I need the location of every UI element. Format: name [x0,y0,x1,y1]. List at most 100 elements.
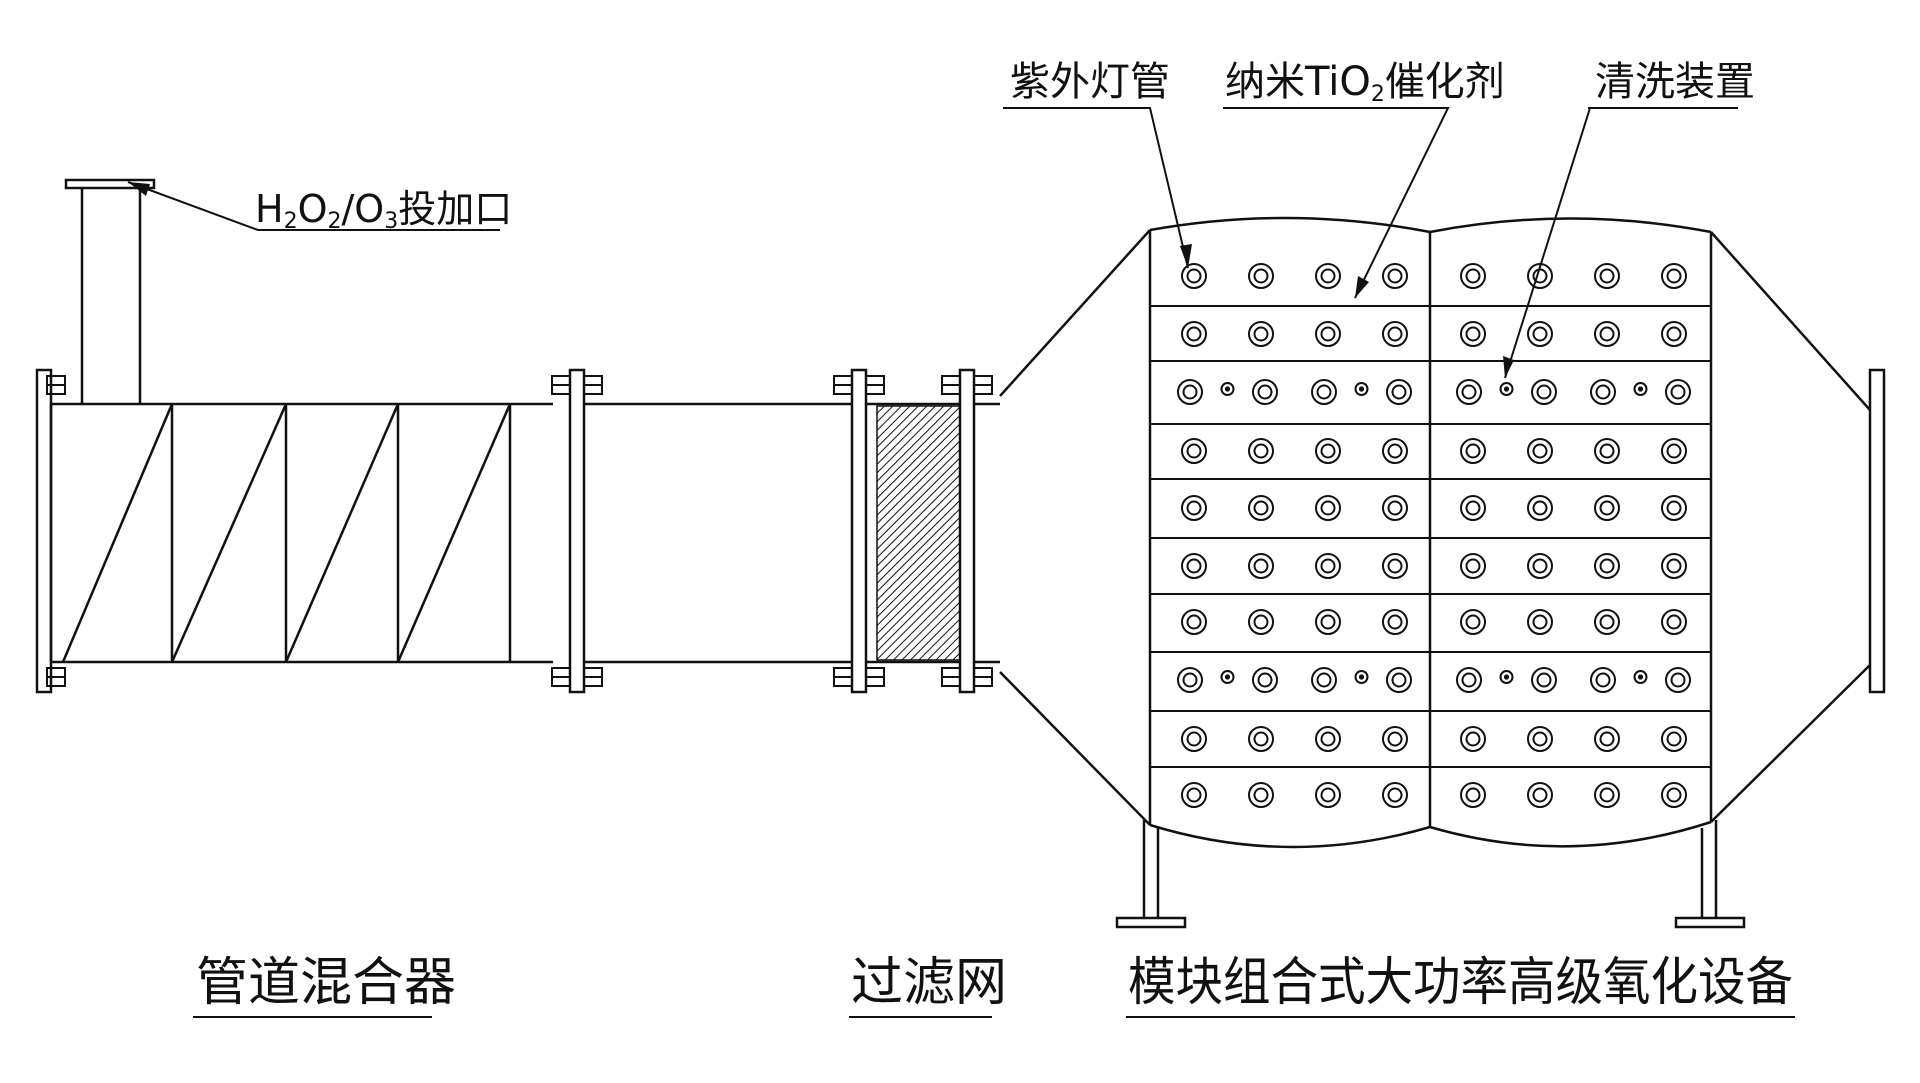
uv-lamp-inner [1320,731,1336,747]
uv-lamp-inner [1387,326,1403,342]
catalyst-leader [1223,107,1450,299]
uv-lamp-outer [1456,667,1482,693]
uv-lamp-inner [1186,787,1202,803]
uv-lamp-inner [1182,672,1198,688]
uv-lamp-outer [1594,321,1620,347]
uv-lamp-inner [1666,787,1682,803]
uv-lamp-outer [1181,438,1207,464]
uv-lamp-outer [1594,726,1620,752]
uv-lamp-outer [1594,609,1620,635]
uv-lamp-outer [1661,263,1687,289]
uv-lamp-inner [1532,614,1548,630]
filter-label: 过滤网 [851,953,1007,1013]
connecting-pipe [584,368,868,694]
support-leg-left [1115,820,1187,929]
uv-lamp-inner [1186,500,1202,516]
uv-lamp-inner [1387,443,1403,459]
uv-lamp-outer [1248,782,1274,808]
uv-lamp-inner [1666,500,1682,516]
support-leg-right [1674,820,1746,929]
bottom-dome-left [1149,823,1431,849]
uv-lamp-outer [1181,609,1207,635]
uv-lamp-outer [1527,782,1553,808]
outlet-cone-top [1710,231,1871,411]
mixer-inlet-flange [35,368,53,694]
cleaning-nozzle-center [1637,674,1644,680]
uv-lamp-outer [1382,609,1408,635]
uv-lamp-inner [1320,500,1336,516]
catalyst-arrowhead [1355,276,1369,298]
uv-lamp-outer [1177,667,1203,693]
uv-lamp-inner [1391,672,1407,688]
oxidation-unit-label: 模块组合式大功率高级氧化设备 [1128,953,1793,1013]
cleaning-nozzle-center [1224,386,1231,392]
uv-lamp-inner [1465,326,1481,342]
uv-lamp-inner [1666,558,1682,574]
top-dome-left [1149,216,1431,234]
uv-lamp-outer [1594,263,1620,289]
uv-lamp-outer [1665,667,1691,693]
uv-lamp-inner [1532,326,1548,342]
cleaning-nozzle [1220,670,1235,684]
uv-lamp-outer [1382,726,1408,752]
uv-lamp-outer [1527,726,1553,752]
uv-lamp-outer [1181,321,1207,347]
cleaning-nozzle [1220,382,1235,396]
uv-lamp-outer [1527,609,1553,635]
cleaning-nozzle [1499,670,1514,684]
uv-lamp-inner [1532,443,1548,459]
uv-lamp-outer [1382,321,1408,347]
uv-lamp-inner [1387,558,1403,574]
uv-lamp-outer [1661,553,1687,579]
uv-lamp-outer [1315,263,1341,289]
uv-lamp-outer [1252,667,1278,693]
uv-lamp-inner [1599,500,1615,516]
uv-lamp-inner [1387,787,1403,803]
uv-lamp-inner [1666,326,1682,342]
uv-lamp-outer [1382,782,1408,808]
uv-lamp-inner [1391,384,1407,400]
outlet-cone-bottom [1710,664,1871,823]
uv-lamp-outer [1382,263,1408,289]
uv-lamp-outer [1527,321,1553,347]
uv-lamp-outer [1248,321,1274,347]
uv-lamp-inner [1461,672,1477,688]
module-row-dividers [1150,305,1711,768]
uv-lamp-inner [1465,500,1481,516]
uv-lamp-inner [1465,731,1481,747]
uv-lamp-outer [1460,553,1486,579]
flange-2 [850,368,868,694]
uv-lamp-inner [1532,731,1548,747]
uv-lamp-inner [1186,326,1202,342]
uv-lamp-outer [1382,495,1408,521]
cleaning-nozzle-center [1503,386,1510,392]
uv-lamp-inner [1387,614,1403,630]
uv-lamp-outer [1665,379,1691,405]
uv-lamp-outer [1531,379,1557,405]
uv-lamp-inner [1599,614,1615,630]
uv-lamp-label: 紫外灯管 [1010,59,1170,105]
pipe-mixer [35,178,586,694]
uv-lamp-inner [1186,614,1202,630]
uv-arrowhead [1180,244,1192,268]
cleaning-nozzle-center [1358,674,1365,680]
cleaning-nozzle [1633,382,1648,396]
uv-lamp-outer [1460,609,1486,635]
uv-lamp-outer [1590,379,1616,405]
cleaning-nozzle [1633,670,1648,684]
flange-1 [568,368,586,694]
cleaning-nozzle [1354,382,1369,396]
uv-lamp-inner [1599,326,1615,342]
uv-lamp-inner [1666,614,1682,630]
uv-lamp-inner [1465,268,1481,284]
uv-lamp-inner [1465,558,1481,574]
uv-leader [1003,107,1189,269]
uv-lamp-inner [1253,443,1269,459]
uv-lamp-inner [1253,558,1269,574]
uv-lamp-outer [1248,438,1274,464]
cleaning-nozzle-center [1637,386,1644,392]
uv-lamp-inner [1599,558,1615,574]
uv-lamp-inner [1253,614,1269,630]
uv-lamp-outer [1460,726,1486,752]
